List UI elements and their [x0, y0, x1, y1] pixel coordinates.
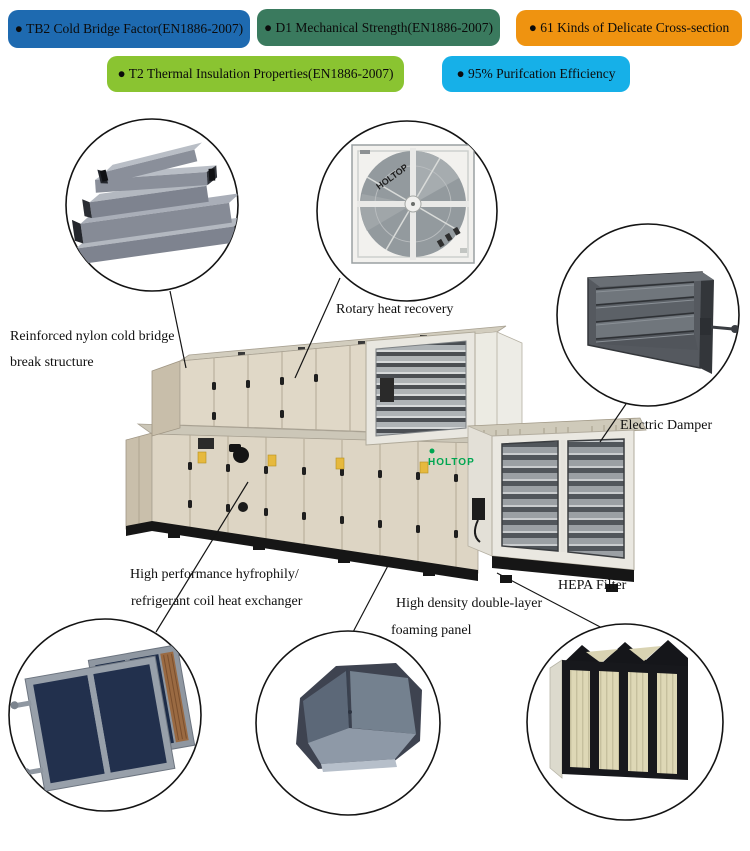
label-cold-bridge-line2: break structure — [10, 355, 94, 370]
coil-illustration — [10, 644, 196, 792]
label-hepa-filter: HEPA Filter — [558, 578, 627, 593]
badge-cross-section: ● 61 Kinds of Delicate Cross-section — [516, 10, 742, 46]
electric-damper-illustration — [587, 271, 739, 374]
top-tier-left-face — [151, 360, 181, 437]
badge-cold-bridge-factor: ● TB2 Cold Bridge Factor(EN1886-2007) — [8, 10, 250, 48]
label-cold-bridge-line1: Reinforced nylon cold bridge — [10, 329, 175, 344]
label-coil-line1: High performance hyfrophily/ — [130, 567, 299, 582]
profile-bars-illustration — [68, 142, 238, 265]
badge-label: ● TB2 Cold Bridge Factor(EN1886-2007) — [14, 21, 244, 36]
callout-lines — [155, 277, 627, 635]
ahu-unit-illustration: HOLTOP — [125, 325, 647, 592]
damper-actuator — [380, 378, 394, 402]
foaming-panel-illustration — [296, 663, 422, 772]
unit-brand-logo: HOLTOP — [428, 448, 475, 468]
damper-motor — [700, 318, 711, 335]
damper-actuator-knob — [233, 447, 249, 463]
electrical-box — [198, 438, 214, 449]
label-rotary: Rotary heat recovery — [336, 302, 454, 317]
badge-purification-efficiency: ● 95% Purifcation Efficiency — [442, 56, 630, 92]
panel-seams — [189, 435, 457, 570]
right-end-section — [467, 417, 647, 582]
detail-circle-foaming — [255, 630, 441, 816]
callout-line-rotary — [294, 277, 341, 379]
callout-line-coil — [155, 481, 249, 633]
louver-bank-right — [567, 438, 625, 559]
callout-line-cold-bridge — [169, 290, 187, 369]
panel-clasps — [188, 462, 458, 538]
rotary-wheel-illustration: HOLTOP — [351, 144, 475, 264]
badge-label: ● 95% Purifcation Efficiency — [456, 66, 616, 81]
badge-label: ● 61 Kinds of Delicate Cross-section — [528, 20, 730, 35]
callout-line-hepa — [496, 572, 607, 631]
callout-line-damper — [599, 403, 627, 443]
detail-circle-damper — [556, 223, 740, 407]
detail-circle-rotary: HOLTOP — [316, 120, 498, 302]
control-box — [472, 498, 485, 520]
base-frame — [126, 521, 618, 592]
detail-circle-hepa — [526, 623, 724, 821]
detail-circle-coil — [8, 618, 202, 812]
label-coil-line2: refrigerant coil heat exchanger — [131, 594, 303, 609]
label-electric-damper: Electric Damper — [620, 418, 713, 433]
penthouse-column — [467, 425, 493, 557]
top-tier-right-face — [496, 331, 523, 437]
louver-bank-left — [501, 440, 559, 552]
badge-label: ● D1 Mechanical Strength(EN1886-2007) — [264, 19, 493, 35]
badge-label: ● T2 Thermal Insulation Properties(EN188… — [117, 66, 394, 81]
penthouse-base — [492, 556, 634, 582]
callout-line-foaming — [351, 557, 393, 635]
hepa-filter-illustration — [549, 640, 688, 780]
label-foaming-line1: High density double-layer — [396, 596, 543, 611]
unit-brand-text: HOLTOP — [428, 457, 475, 468]
intake-damper-louver — [365, 331, 476, 446]
badge-mechanical-strength: ● D1 Mechanical Strength(EN1886-2007) — [257, 9, 500, 46]
detail-circle-cold-bridge — [65, 118, 239, 292]
badge-thermal-insulation: ● T2 Thermal Insulation Properties(EN188… — [107, 56, 404, 92]
label-foaming-line2: foaming panel — [391, 623, 472, 638]
